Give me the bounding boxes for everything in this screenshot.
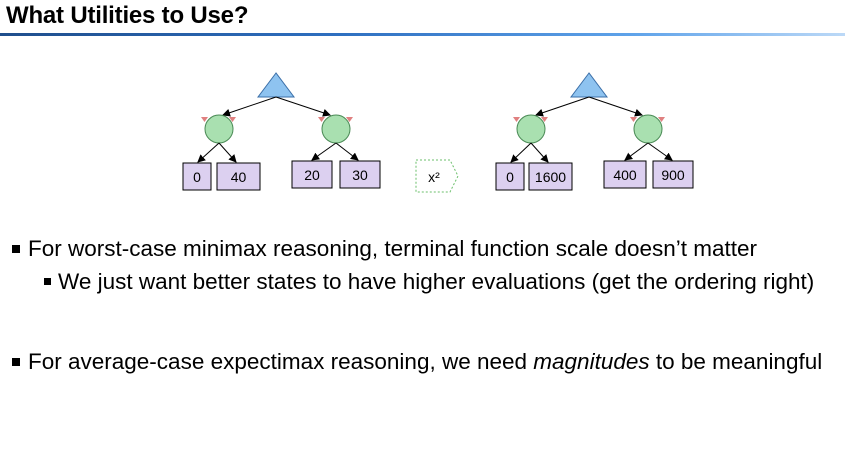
left-leaf-3-value: 20	[304, 167, 320, 183]
left-tree: 0 40 20 30	[182, 72, 381, 191]
left-leaf-1-value: 0	[193, 169, 201, 185]
right-tree: 0 1600 400 900	[495, 72, 694, 191]
transform-arrow: x²	[415, 159, 459, 193]
left-max-node	[257, 72, 295, 98]
right-leaf-1-value: 0	[506, 169, 514, 185]
right-leaf-2: 1600	[528, 162, 573, 191]
sub-bullet-ordering: We just want better states to have highe…	[12, 268, 842, 296]
bullet-worst-case-text: For worst-case minimax reasoning, termin…	[28, 236, 758, 261]
right-max-node	[570, 72, 608, 98]
right-leaf-1: 0	[495, 162, 525, 191]
left-leaf-2: 40	[216, 162, 261, 191]
bullet-average-case: For average-case expectimax reasoning, w…	[12, 348, 842, 376]
right-leaf-3: 400	[603, 160, 647, 189]
left-leaf-2-value: 40	[231, 169, 247, 185]
bullet-worst-case: For worst-case minimax reasoning, termin…	[12, 235, 842, 263]
right-leaf-2-value: 1600	[535, 169, 566, 185]
bullet-list: For worst-case minimax reasoning, termin…	[12, 235, 842, 376]
title-underline	[0, 33, 845, 36]
right-min-node-b	[630, 114, 665, 144]
right-min-node-a	[513, 114, 548, 144]
bullet-average-case-text-pre: For average-case expectimax reasoning, w…	[28, 349, 534, 374]
bullet-marker	[12, 245, 20, 253]
right-leaf-4-value: 900	[661, 167, 685, 183]
left-leaf-4: 30	[339, 160, 381, 189]
transform-label: x²	[428, 169, 440, 185]
sub-bullet-marker	[44, 278, 51, 285]
sub-bullet-ordering-text: We just want better states to have highe…	[58, 269, 815, 294]
right-leaf-4: 900	[652, 160, 694, 189]
bullet-marker	[12, 358, 20, 366]
left-leaf-1: 0	[182, 162, 212, 191]
game-tree-diagram: 0 40 20 30 x²	[182, 72, 694, 193]
slide-title: What Utilities to Use?	[6, 2, 249, 29]
bullet-average-case-emphasis: magnitudes	[533, 349, 650, 374]
left-leaf-3: 20	[291, 160, 333, 189]
left-leaf-4-value: 30	[352, 167, 368, 183]
bullet-average-case-text-post: to be meaningful	[649, 349, 823, 374]
right-leaf-3-value: 400	[613, 167, 637, 183]
left-min-node-b	[318, 114, 353, 144]
left-min-node-a	[201, 114, 236, 144]
